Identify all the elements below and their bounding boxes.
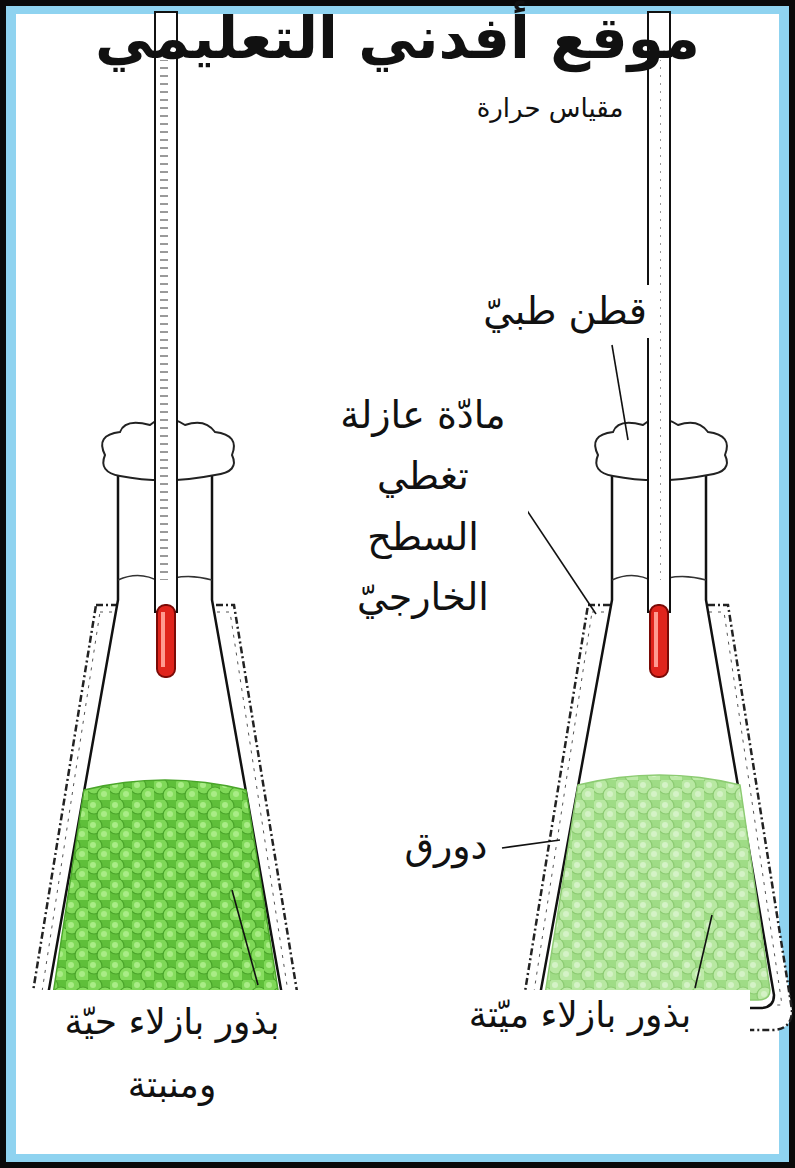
part-label: قطن طبيّ: [470, 285, 660, 338]
part-label: مادّة عازلة تغطي السطح الخارجيّ: [318, 385, 528, 628]
part-label: دورق: [392, 820, 500, 873]
part-label: بذور بازلاء حيّة ومنبتة: [22, 990, 322, 1116]
flask-dead-seeds: [522, 12, 792, 1030]
site-watermark: موقع أفدني التعليمي: [0, 2, 795, 75]
flask-live-seeds: [30, 12, 300, 1030]
part-label: مقياس حرارة: [470, 92, 630, 126]
part-label: بذور بازلاء ميّتة: [410, 990, 750, 1040]
leader-lines: [232, 345, 712, 988]
